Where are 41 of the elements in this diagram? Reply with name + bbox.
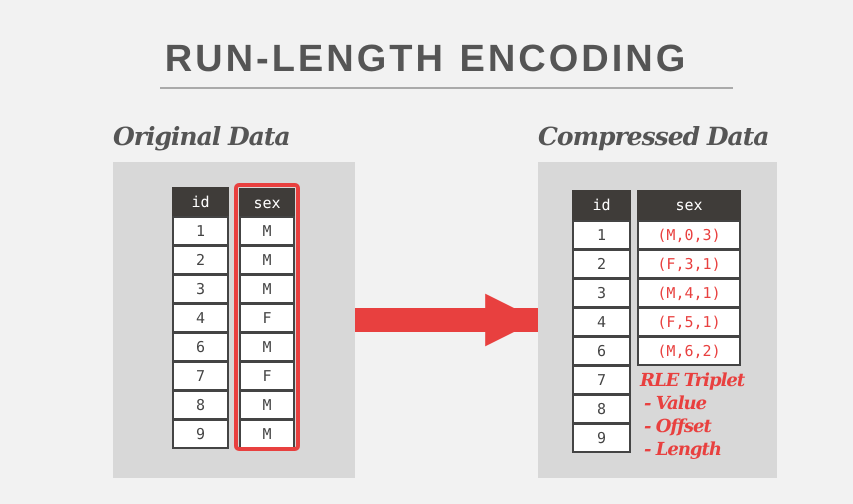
table-cell: 2 xyxy=(172,245,229,275)
table-cell: 7 xyxy=(172,361,229,391)
column-header: sex xyxy=(239,188,295,217)
annotation-text: - Length xyxy=(644,439,721,460)
panel-heading: Original Data xyxy=(113,122,290,151)
table-cell: 4 xyxy=(172,303,229,333)
table-cell: (F,3,1) xyxy=(637,249,741,279)
table-cell: 9 xyxy=(572,423,631,453)
table-cell: 1 xyxy=(572,220,631,250)
annotation-text: - Offset xyxy=(644,416,711,437)
table-cell: (F,5,1) xyxy=(637,307,741,337)
table-cell: M xyxy=(239,274,295,304)
annotation-text: RLE Triplet xyxy=(640,370,744,391)
table-cell: 1 xyxy=(172,216,229,246)
table-cell: M xyxy=(239,419,295,449)
table-cell: M xyxy=(239,216,295,246)
slide-title: RUN-LENGTH ENCODING xyxy=(164,38,690,81)
column-header: id xyxy=(172,187,229,216)
table-cell: 6 xyxy=(572,336,631,366)
table-cell: (M,4,1) xyxy=(637,278,741,308)
table-cell: F xyxy=(239,361,295,391)
table-cell: 8 xyxy=(572,394,631,424)
table-cell: 7 xyxy=(572,365,631,395)
table-cell: M xyxy=(239,332,295,362)
column-header: sex xyxy=(637,190,741,220)
table-cell: 4 xyxy=(572,307,631,337)
table-cell: F xyxy=(239,303,295,333)
arrow xyxy=(355,294,538,346)
table-cell: (M,0,3) xyxy=(637,220,741,250)
table-cell: 8 xyxy=(172,390,229,420)
table-cell: (M,6,2) xyxy=(637,336,741,366)
annotation-text: - Value xyxy=(644,393,706,414)
panel-heading: Compressed Data xyxy=(538,122,768,151)
table-cell: 9 xyxy=(172,419,229,449)
table-cell: 6 xyxy=(172,332,229,362)
table-cell: 3 xyxy=(172,274,229,304)
table-cell: 3 xyxy=(572,278,631,308)
table-cell: 2 xyxy=(572,249,631,279)
column-header: id xyxy=(572,190,631,220)
table-cell: M xyxy=(239,390,295,420)
table-cell: M xyxy=(239,245,295,275)
